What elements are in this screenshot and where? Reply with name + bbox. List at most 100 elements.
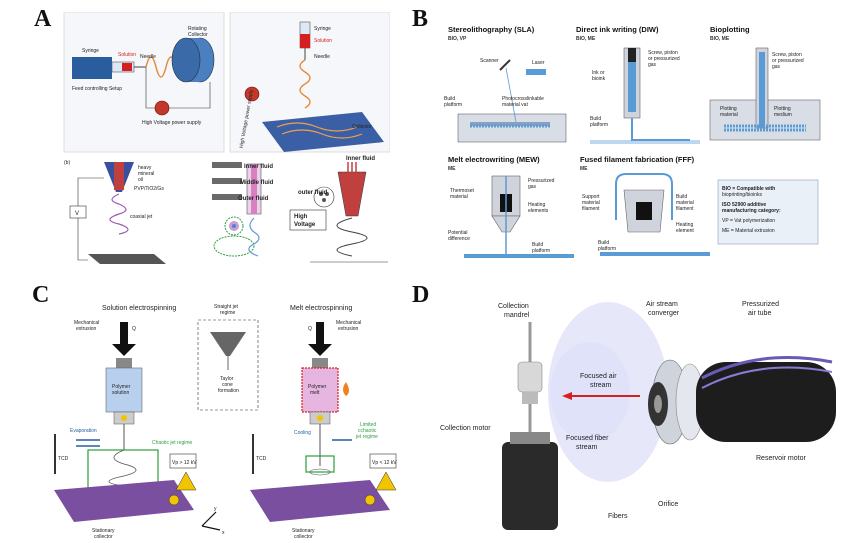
legend-l4: manufacturing category: xyxy=(722,208,781,214)
c-poly-sol-1: Polymer xyxy=(112,384,131,390)
label-coaxial: coaxial jet xyxy=(130,214,153,220)
flat-collector xyxy=(262,112,384,152)
label-heavy-1: heavy xyxy=(138,165,152,171)
label-solution: Solution xyxy=(118,52,136,58)
c-taylor-cone-box xyxy=(197,319,259,411)
c-limited-3: jet regime xyxy=(355,434,378,440)
diw-screw-2: or pressurized xyxy=(648,56,680,62)
fff-bld-2: material xyxy=(676,200,694,206)
c-limited-1: Limited xyxy=(360,422,376,428)
c-limited-2: cchaotic xyxy=(358,428,377,434)
c-straight-2: regime xyxy=(220,310,236,316)
panel-d-diagram: Collection mandrel Air stream converger … xyxy=(440,301,836,530)
c-stat-r-2: collector xyxy=(294,534,313,540)
diw-screw-3: gas xyxy=(648,62,657,68)
diw-build-2: platform xyxy=(590,122,608,128)
label-outer-fluid: Outer fluid xyxy=(238,196,269,202)
label-feed: Feed controlling Setup xyxy=(72,86,122,92)
legend-l5: VP = Vat polymerization xyxy=(722,218,775,224)
panel-letter-c: C xyxy=(32,282,50,308)
c-stationary-collector-left xyxy=(54,480,194,522)
mew-thermo-1: Thermoset xyxy=(450,188,475,194)
diw-build-1: Build xyxy=(590,116,601,122)
fiber-jet-vertical xyxy=(299,59,311,109)
legend-l3: ISO 52900 additive xyxy=(722,202,766,208)
fff-sup-1: Support xyxy=(582,194,600,200)
mew-heat-2: elements xyxy=(528,208,549,214)
c-mech-r-2: extrusion xyxy=(338,326,359,332)
reservoir-motor xyxy=(696,362,836,442)
c-tcd-r: TCD xyxy=(256,456,267,462)
c-mech-r-1: Mechanical xyxy=(336,320,361,326)
bioplot-med-2: medium xyxy=(774,112,792,118)
fff-heat-1: Heating xyxy=(676,222,693,228)
label-collector-tr: Collector xyxy=(352,124,372,130)
c-chaotic-jet xyxy=(108,449,137,487)
sla-scanner: Scanner xyxy=(480,58,499,64)
d-motor: Collection motor xyxy=(440,425,491,432)
label-heavy-2: mineral xyxy=(138,171,154,177)
mew-build-2: platform xyxy=(532,248,550,254)
bioplot-pm-2: material xyxy=(720,112,738,118)
c-axis-y: y xyxy=(214,506,217,512)
c-mech-1: Mechanical xyxy=(74,320,99,326)
mew-title: Melt electrowriting (MEW) xyxy=(448,155,540,164)
mew-pot-1: Potential xyxy=(448,230,467,236)
sla-build-2: platform xyxy=(444,102,462,108)
d-tube-1: Pressurized xyxy=(742,301,779,308)
pressurized-air-tube xyxy=(701,356,833,380)
diw-title: Direct ink writing (DIW) xyxy=(576,25,659,34)
d-orifice: Orifice xyxy=(658,501,678,508)
fff-heat-2: element xyxy=(676,228,694,234)
fff-title: Fused filament fabrication (FFF) xyxy=(580,155,695,164)
label-inner-fluid: Inner fluid xyxy=(244,164,273,170)
fff-bld-1: Build xyxy=(676,194,687,200)
bioplot-pm-1: Plotting xyxy=(720,106,737,112)
c-poly-melt-1: Polymer xyxy=(308,384,327,390)
label-middle-fluid: Middle fluid xyxy=(240,180,274,186)
c-melt-title: Melt electrospinning xyxy=(290,305,352,312)
mew-pot-2: difference xyxy=(448,236,470,242)
sla-photo-1: Photocrosslinkable xyxy=(502,96,544,102)
bioplot-screw-1: Screw, piston xyxy=(772,52,802,58)
label-needle-tr: Needle xyxy=(314,54,330,60)
sla-cat: BIO, VP xyxy=(448,36,467,42)
d-fiber-2: stream xyxy=(576,444,598,451)
c-vp-hi: Vp > 12 kV xyxy=(172,460,197,466)
d-conv-2: converger xyxy=(648,310,680,317)
label-syringe: Syringe xyxy=(82,48,99,54)
c-taylor-3: formation xyxy=(218,388,239,394)
c-mech-2: extrusion xyxy=(76,326,97,332)
c-tcd: TCD xyxy=(58,456,69,462)
d-conv-1: Air stream xyxy=(646,301,678,308)
label-hv: High Voltage power supply xyxy=(142,120,202,126)
c-taylor-2: cone xyxy=(222,382,233,388)
label-hv-1: High xyxy=(294,214,308,220)
panel-b-diagram: Stereolithography (SLA) BIO, VP Scanner … xyxy=(444,25,821,258)
legend-l2: bioprinting/bioinks xyxy=(722,192,763,198)
bioplot-title: Bioplotting xyxy=(710,25,750,34)
c-stationary-collector-right xyxy=(250,480,390,522)
c-axis-x: x xyxy=(222,530,225,536)
panel-letter-b: B xyxy=(412,6,429,32)
c-chaotic: Chaotic jet regime xyxy=(152,440,193,446)
panel-a-diagram: Syringe Solution Needle Rotating Collect… xyxy=(63,12,390,264)
legend-l1: BIO = Compatible with xyxy=(722,186,775,192)
d-fibers: Fibers xyxy=(608,513,628,520)
sla-laser: Laser xyxy=(532,60,545,66)
d-tube-2: air tube xyxy=(748,310,771,317)
legend-l6: ME = Material extrusion xyxy=(722,228,775,234)
collection-mandrel xyxy=(517,361,543,393)
diw-cat: BIO, ME xyxy=(576,36,596,42)
label-v: V xyxy=(75,211,79,217)
hv-supply-icon xyxy=(154,100,170,116)
label-outer-fluid-br: outer fluid xyxy=(298,190,328,196)
panel-c-diagram: Solution electrospinning Mechanical extr… xyxy=(54,304,397,540)
diw-ink-1: Ink or xyxy=(592,70,605,76)
d-reservoir: Reservoir motor xyxy=(756,455,806,462)
fff-build-1: Build xyxy=(598,240,609,246)
mew-build-1: Build xyxy=(532,242,543,248)
c-poly-sol-2: solution xyxy=(112,390,129,396)
c-q: Q xyxy=(132,326,136,332)
c-hv-warning-right xyxy=(375,471,397,491)
